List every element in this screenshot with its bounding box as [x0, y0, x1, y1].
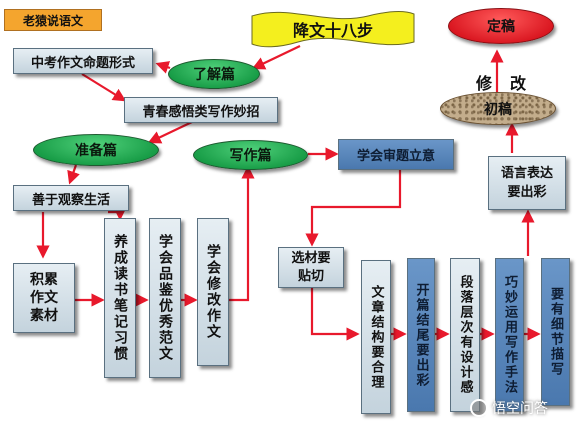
ellipse-prepare: 准备篇 [33, 134, 159, 166]
box-techniques: 巧妙运用写作手法 [495, 258, 524, 412]
box-theme: 学会审题立意 [338, 139, 454, 170]
arrow-exam-to-youth [81, 73, 127, 102]
revise-label-left: 修 [476, 74, 493, 93]
arrow-theme-to-material [305, 170, 402, 247]
box-material: 选材要贴切 [278, 247, 344, 288]
arrow-prepare-to-observe [67, 164, 80, 185]
watermark: 悟空问答 [470, 398, 548, 418]
box-language: 语言表达要出彩 [488, 156, 566, 210]
ellipse-final: 定稿 [448, 8, 554, 44]
arrow-banner-to-understand [251, 45, 301, 70]
box-reading-habit: 养成读书笔记习惯 [104, 218, 136, 378]
ellipse-understand: 了解篇 [168, 59, 260, 89]
box-revise: 学会修改作文 [197, 218, 229, 366]
title-banner: 降文十八步 [248, 8, 418, 50]
watermark-text: 悟空问答 [492, 401, 548, 417]
banner-title: 降文十八步 [292, 21, 373, 40]
arrow-material-to-structure [310, 288, 360, 341]
arrow-understand-to-exam [155, 61, 171, 74]
arrow-observe-to-reading [108, 207, 127, 221]
box-opening: 开篇结尾要出彩 [407, 258, 435, 412]
source-badge: 老猿说语文 [4, 9, 102, 31]
box-accumulate: 积累作文素材 [13, 263, 75, 333]
ellipse-draft: 初稿 [440, 92, 556, 125]
box-youth-tips: 青春感悟类写作妙招 [124, 97, 278, 123]
box-structure: 文章结构要合理 [361, 260, 391, 414]
ellipse-writing: 写作篇 [193, 140, 308, 170]
box-layers: 段落层次有设计感 [450, 258, 480, 412]
box-exam-forms: 中考作文命题形式 [13, 48, 153, 74]
wukong-logo-icon [470, 399, 488, 417]
box-observe: 善于观察生活 [13, 185, 129, 211]
revise-label-right: 改 [510, 74, 527, 93]
arrow-revise-to-writing [229, 165, 255, 302]
box-details: 要有细节描写 [541, 258, 570, 406]
arrow-youth-to-prepare [147, 121, 193, 144]
banner-shape [251, 11, 415, 48]
box-appreciate: 学会品鉴优秀范文 [149, 218, 181, 378]
